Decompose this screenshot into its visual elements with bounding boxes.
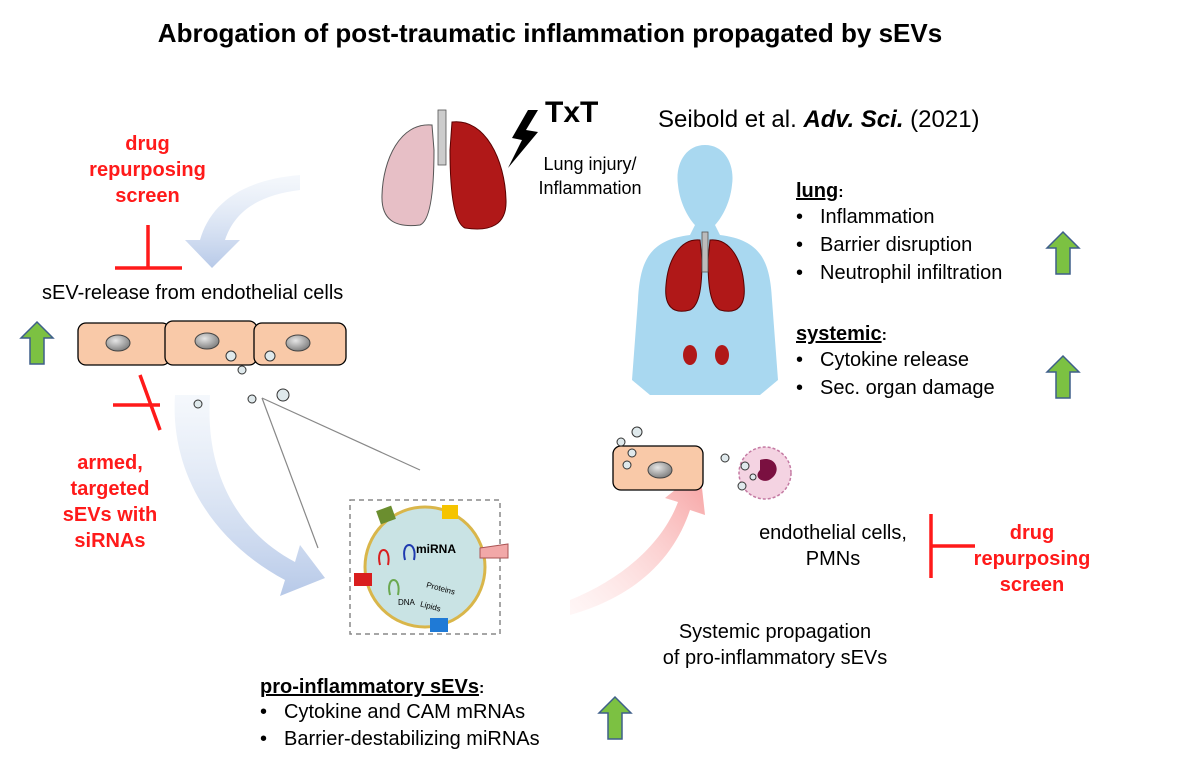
bullet-text: Barrier-destabilizing miRNAs [284,728,540,750]
target-sevs [616,426,757,491]
propagation-line: Systemic propagation [678,621,872,643]
targets-line: PMNs [805,548,861,570]
bullet-item: • Neutrophil infiltration [796,259,1002,287]
lung-injury-line: Lung injury/ [543,154,637,174]
bullet-text: Barrier disruption [820,234,973,256]
right-screen-line: repurposing [973,548,1091,570]
right-inhibition-symbol [929,514,975,578]
lung-up-arrow [1046,231,1080,275]
armed-inhibition-symbol [113,374,162,431]
pro-inflammatory-list: • Cytokine and CAM mRNAs • Barrier-destabil… [260,699,540,753]
released-sevs [193,350,290,409]
left-screen-line: screen [115,185,180,207]
bullet-icon: • [796,234,804,256]
systemic-header: systemic [796,323,882,345]
bullet-item: • Cytokine release [796,346,995,374]
right-screen-line: drug [1009,522,1055,544]
citation: Seibold et al. Adv. Sci. (2021) [658,106,980,134]
targets-line: endothelial cells, [759,522,907,544]
systemic-effects-list: • Cytokine release • Sec. organ damage [796,346,995,402]
lung-header: lung [796,180,839,202]
txt-label: TxT [545,96,599,129]
top-curved-arrow [185,175,300,268]
bullet-text: Cytokine and CAM mRNAs [284,701,526,723]
bullet-icon: • [796,349,804,371]
systemic-colon: : [881,327,887,344]
vesicle-detail-box [349,499,509,635]
bullet-text: Inflammation [820,206,935,228]
pmn-cell [738,446,792,500]
armed-line: targeted [70,478,150,500]
endothelial-cells [77,320,347,366]
right-screen-line: screen [999,574,1065,596]
left-inhibition-symbol [115,225,182,270]
armed-sevs-label: armed, targeted sEVs with siRNAs [40,450,180,554]
sev-release-label: sEV-release from endothelial cells [42,282,344,304]
left-screen-line: drug [125,133,170,155]
page-title: Abrogation of post-traumatic inflammatio… [157,18,943,48]
armed-line: sEVs with [62,504,158,526]
bullet-item: • Barrier disruption [796,231,1002,259]
bullet-icon: • [796,377,804,399]
pro-inflammatory-header: pro-inflammatory sEVs [260,676,479,698]
bullet-item: • Sec. organ damage [796,374,995,402]
target-endothelial-cell [612,445,704,491]
systemic-effects: systemic: • Cytokine release • Sec. organ d… [796,323,995,402]
injured-lungs-icon [381,109,538,230]
vesicle-dna-label: DNA [398,598,415,607]
right-drug-screen-label: drug repurposing screen [962,520,1102,598]
propagation-line: of pro-inflammatory sEVs [662,647,888,669]
target-cells-label: endothelial cells, PMNs [743,520,923,572]
vesicle-mirna-label: miRNA [416,542,457,556]
lung-injury-label: Lung injury/ Inflammation [530,152,650,200]
bullet-icon: • [796,206,804,228]
inflammation-line: Inflammation [538,178,642,198]
pro-inflammatory-sevs: pro-inflammatory sEVs: • Cytokine and CAM… [260,676,540,753]
bullet-icon: • [260,701,268,723]
lung-effects: lung: • Inflammation • Barrier disruption • N… [796,180,1002,287]
left-drug-screen-label: drug repurposing screen [65,131,230,209]
armed-line: armed, [77,452,143,474]
citation-journal: Adv. Sci. [803,106,904,133]
bullet-icon: • [796,262,804,284]
pink-curved-arrow [570,470,705,615]
pro-inflammatory-up-arrow [598,696,632,740]
pro-inflammatory-colon: : [478,680,485,697]
sev-release-up-arrow [20,321,54,365]
systemic-propagation-label: Systemic propagation of pro-inflammatory… [645,619,905,671]
systemic-up-arrow [1046,355,1080,399]
bullet-text: Neutrophil infiltration [820,262,1003,284]
bullet-text: Sec. organ damage [820,377,995,399]
left-curved-arrow [174,395,325,596]
body-lungs-icon [665,231,745,365]
left-screen-line: repurposing [89,159,206,181]
lung-colon: : [838,184,844,201]
bullet-item: • Barrier-destabilizing miRNAs [260,726,540,753]
bullet-text: Cytokine release [820,349,969,371]
bullet-icon: • [260,728,268,750]
citation-year: (2021) [910,106,980,133]
lung-effects-list: • Inflammation • Barrier disruption • Neutrop… [796,203,1002,287]
citation-authors: Seibold et al. [658,106,797,133]
armed-line: siRNAs [74,530,146,552]
bullet-item: • Cytokine and CAM mRNAs [260,699,540,726]
bullet-item: • Inflammation [796,203,1002,231]
